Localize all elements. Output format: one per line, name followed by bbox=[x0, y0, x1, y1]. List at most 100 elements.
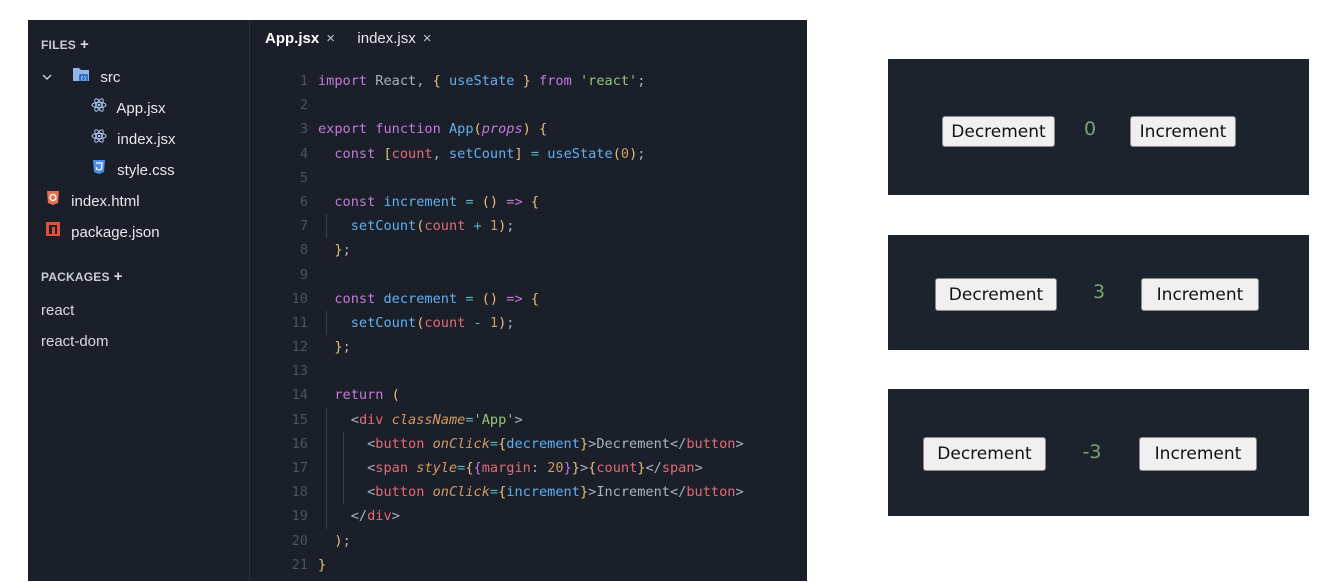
line-number: 1 bbox=[299, 73, 308, 89]
increment-button[interactable]: Increment bbox=[1141, 278, 1259, 311]
code-line[interactable]: 8 }; bbox=[250, 238, 807, 262]
increment-button[interactable]: Increment bbox=[1130, 116, 1236, 147]
line-number: 2 bbox=[299, 97, 308, 114]
package-item-react[interactable]: react bbox=[41, 302, 75, 319]
tree-item-index-jsx[interactable]: index.jsx bbox=[91, 127, 176, 153]
tree-item-index-html[interactable]: index.html bbox=[45, 189, 140, 215]
code-line[interactable]: 20 ); bbox=[250, 529, 807, 553]
package-item-react-dom[interactable]: react-dom bbox=[41, 333, 109, 350]
file-sidebar: FILES+ {} src App.jsx index.jsx bbox=[28, 20, 250, 581]
tree-item-label: index.jsx bbox=[117, 131, 176, 148]
indent-guide bbox=[326, 214, 328, 239]
files-section-title: FILES+ bbox=[41, 36, 89, 53]
indent-guide bbox=[326, 407, 328, 432]
decrement-button[interactable]: Decrement bbox=[935, 278, 1057, 311]
code-line[interactable]: 9 bbox=[250, 263, 807, 287]
folder-icon: {} bbox=[72, 65, 90, 91]
code-line[interactable]: 19 </div> bbox=[250, 504, 807, 529]
code-line[interactable]: 11 setCount(count - 1); bbox=[250, 310, 807, 336]
tab-index-jsx[interactable]: index.jsx × bbox=[357, 30, 431, 47]
tree-item-app-jsx[interactable]: App.jsx bbox=[91, 96, 166, 122]
close-icon[interactable]: × bbox=[326, 30, 335, 47]
add-package-button[interactable]: + bbox=[113, 268, 123, 285]
code-line[interactable]: 17 <span style={{margin: 20}}>{count}</s… bbox=[250, 456, 807, 481]
code-text: import React, { useState } from 'react'; bbox=[318, 73, 646, 89]
decrement-button[interactable]: Decrement bbox=[942, 116, 1055, 147]
code-line[interactable]: 5 bbox=[250, 166, 807, 190]
code-line[interactable]: 18 <button onClick={increment}>Increment… bbox=[250, 480, 807, 505]
indent-guide bbox=[326, 504, 328, 529]
line-number: 18 bbox=[291, 484, 308, 501]
files-label: FILES bbox=[41, 38, 77, 52]
line-number: 12 bbox=[291, 339, 308, 356]
code-line[interactable]: 6 const increment = () => { bbox=[250, 190, 807, 214]
tree-item-label: App.jsx bbox=[116, 100, 166, 117]
code-line[interactable]: 21} bbox=[250, 553, 807, 577]
count-value: 3 bbox=[1092, 281, 1106, 303]
count-value: -3 bbox=[1082, 441, 1102, 463]
code-line[interactable]: 13 bbox=[250, 359, 807, 383]
code-line[interactable]: 14 return ( bbox=[250, 383, 807, 407]
tree-item-src[interactable]: {} src bbox=[42, 65, 120, 91]
line-number: 4 bbox=[299, 145, 308, 162]
code-line[interactable]: 7 setCount(count + 1); bbox=[250, 214, 807, 239]
line-number: 21 bbox=[291, 556, 308, 573]
code-line[interactable]: 15 <div className='App'> bbox=[250, 407, 807, 432]
css-icon bbox=[91, 158, 107, 184]
code-text: }; bbox=[334, 242, 351, 259]
tree-item-label: src bbox=[100, 69, 121, 86]
tab-label: index.jsx bbox=[357, 30, 416, 47]
code-line[interactable]: 4 const [count, setCount] = useState(0); bbox=[250, 142, 807, 166]
line-number: 15 bbox=[291, 411, 308, 428]
code-text: </div> bbox=[350, 508, 400, 525]
indent-guide bbox=[326, 431, 328, 456]
code-text: setCount(count + 1); bbox=[350, 218, 515, 235]
line-number: 19 bbox=[291, 508, 308, 525]
code-text: <button onClick={increment}>Increment</b… bbox=[367, 484, 744, 501]
packages-section-title: PACKAGES+ bbox=[41, 268, 123, 285]
code-line[interactable]: 2 bbox=[250, 93, 807, 117]
code-line[interactable]: 16 <button onClick={decrement}>Decrement… bbox=[250, 431, 807, 456]
line-number: 9 bbox=[299, 266, 308, 283]
tree-item-style-css[interactable]: style.css bbox=[91, 158, 175, 184]
preview-panel-1: Decrement 0 Increment bbox=[888, 59, 1309, 195]
tree-item-label: style.css bbox=[117, 162, 175, 179]
code-area[interactable]: 1 import React, { useState } from 'react'… bbox=[250, 69, 807, 577]
line-number: 14 bbox=[291, 387, 308, 404]
decrement-button[interactable]: Decrement bbox=[923, 437, 1046, 471]
tab-app-jsx[interactable]: App.jsx × bbox=[265, 30, 335, 47]
react-icon bbox=[91, 127, 107, 153]
tab-label: App.jsx bbox=[265, 30, 320, 47]
preview-panel-3: Decrement -3 Increment bbox=[888, 389, 1309, 516]
html-icon bbox=[45, 189, 61, 215]
increment-button[interactable]: Increment bbox=[1139, 437, 1257, 471]
editor-tabs: App.jsx × index.jsx × bbox=[265, 30, 450, 54]
code-text: <span style={{margin: 20}}>{count}</span… bbox=[367, 460, 703, 476]
code-editor: FILES+ {} src App.jsx index.jsx bbox=[28, 20, 807, 581]
tree-item-package-json[interactable]: package.json bbox=[45, 220, 160, 246]
code-text: setCount(count - 1); bbox=[350, 314, 515, 331]
line-number: 17 bbox=[291, 460, 308, 476]
indent-guide bbox=[342, 456, 344, 481]
line-number: 5 bbox=[299, 169, 308, 186]
count-value: 0 bbox=[1083, 118, 1097, 140]
line-number: 8 bbox=[299, 242, 308, 259]
code-text: const decrement = () => { bbox=[334, 290, 540, 307]
preview-panel-2: Decrement 3 Increment bbox=[888, 235, 1309, 350]
code-line[interactable]: 1 import React, { useState } from 'react'… bbox=[250, 69, 807, 93]
indent-guide bbox=[342, 480, 344, 505]
indent-guide bbox=[326, 480, 328, 505]
line-number: 11 bbox=[291, 314, 308, 331]
line-number: 16 bbox=[291, 435, 308, 452]
code-line[interactable]: 10 const decrement = () => { bbox=[250, 287, 807, 311]
code-text: ); bbox=[334, 532, 351, 549]
tree-item-label: package.json bbox=[71, 224, 160, 241]
chevron-down-icon[interactable] bbox=[42, 65, 52, 91]
indent-guide bbox=[326, 310, 328, 336]
code-line[interactable]: 12 }; bbox=[250, 335, 807, 359]
close-icon[interactable]: × bbox=[422, 30, 432, 47]
line-number: 13 bbox=[291, 363, 308, 380]
add-file-button[interactable]: + bbox=[80, 36, 89, 53]
code-text: const [count, setCount] = useState(0); bbox=[334, 145, 646, 162]
